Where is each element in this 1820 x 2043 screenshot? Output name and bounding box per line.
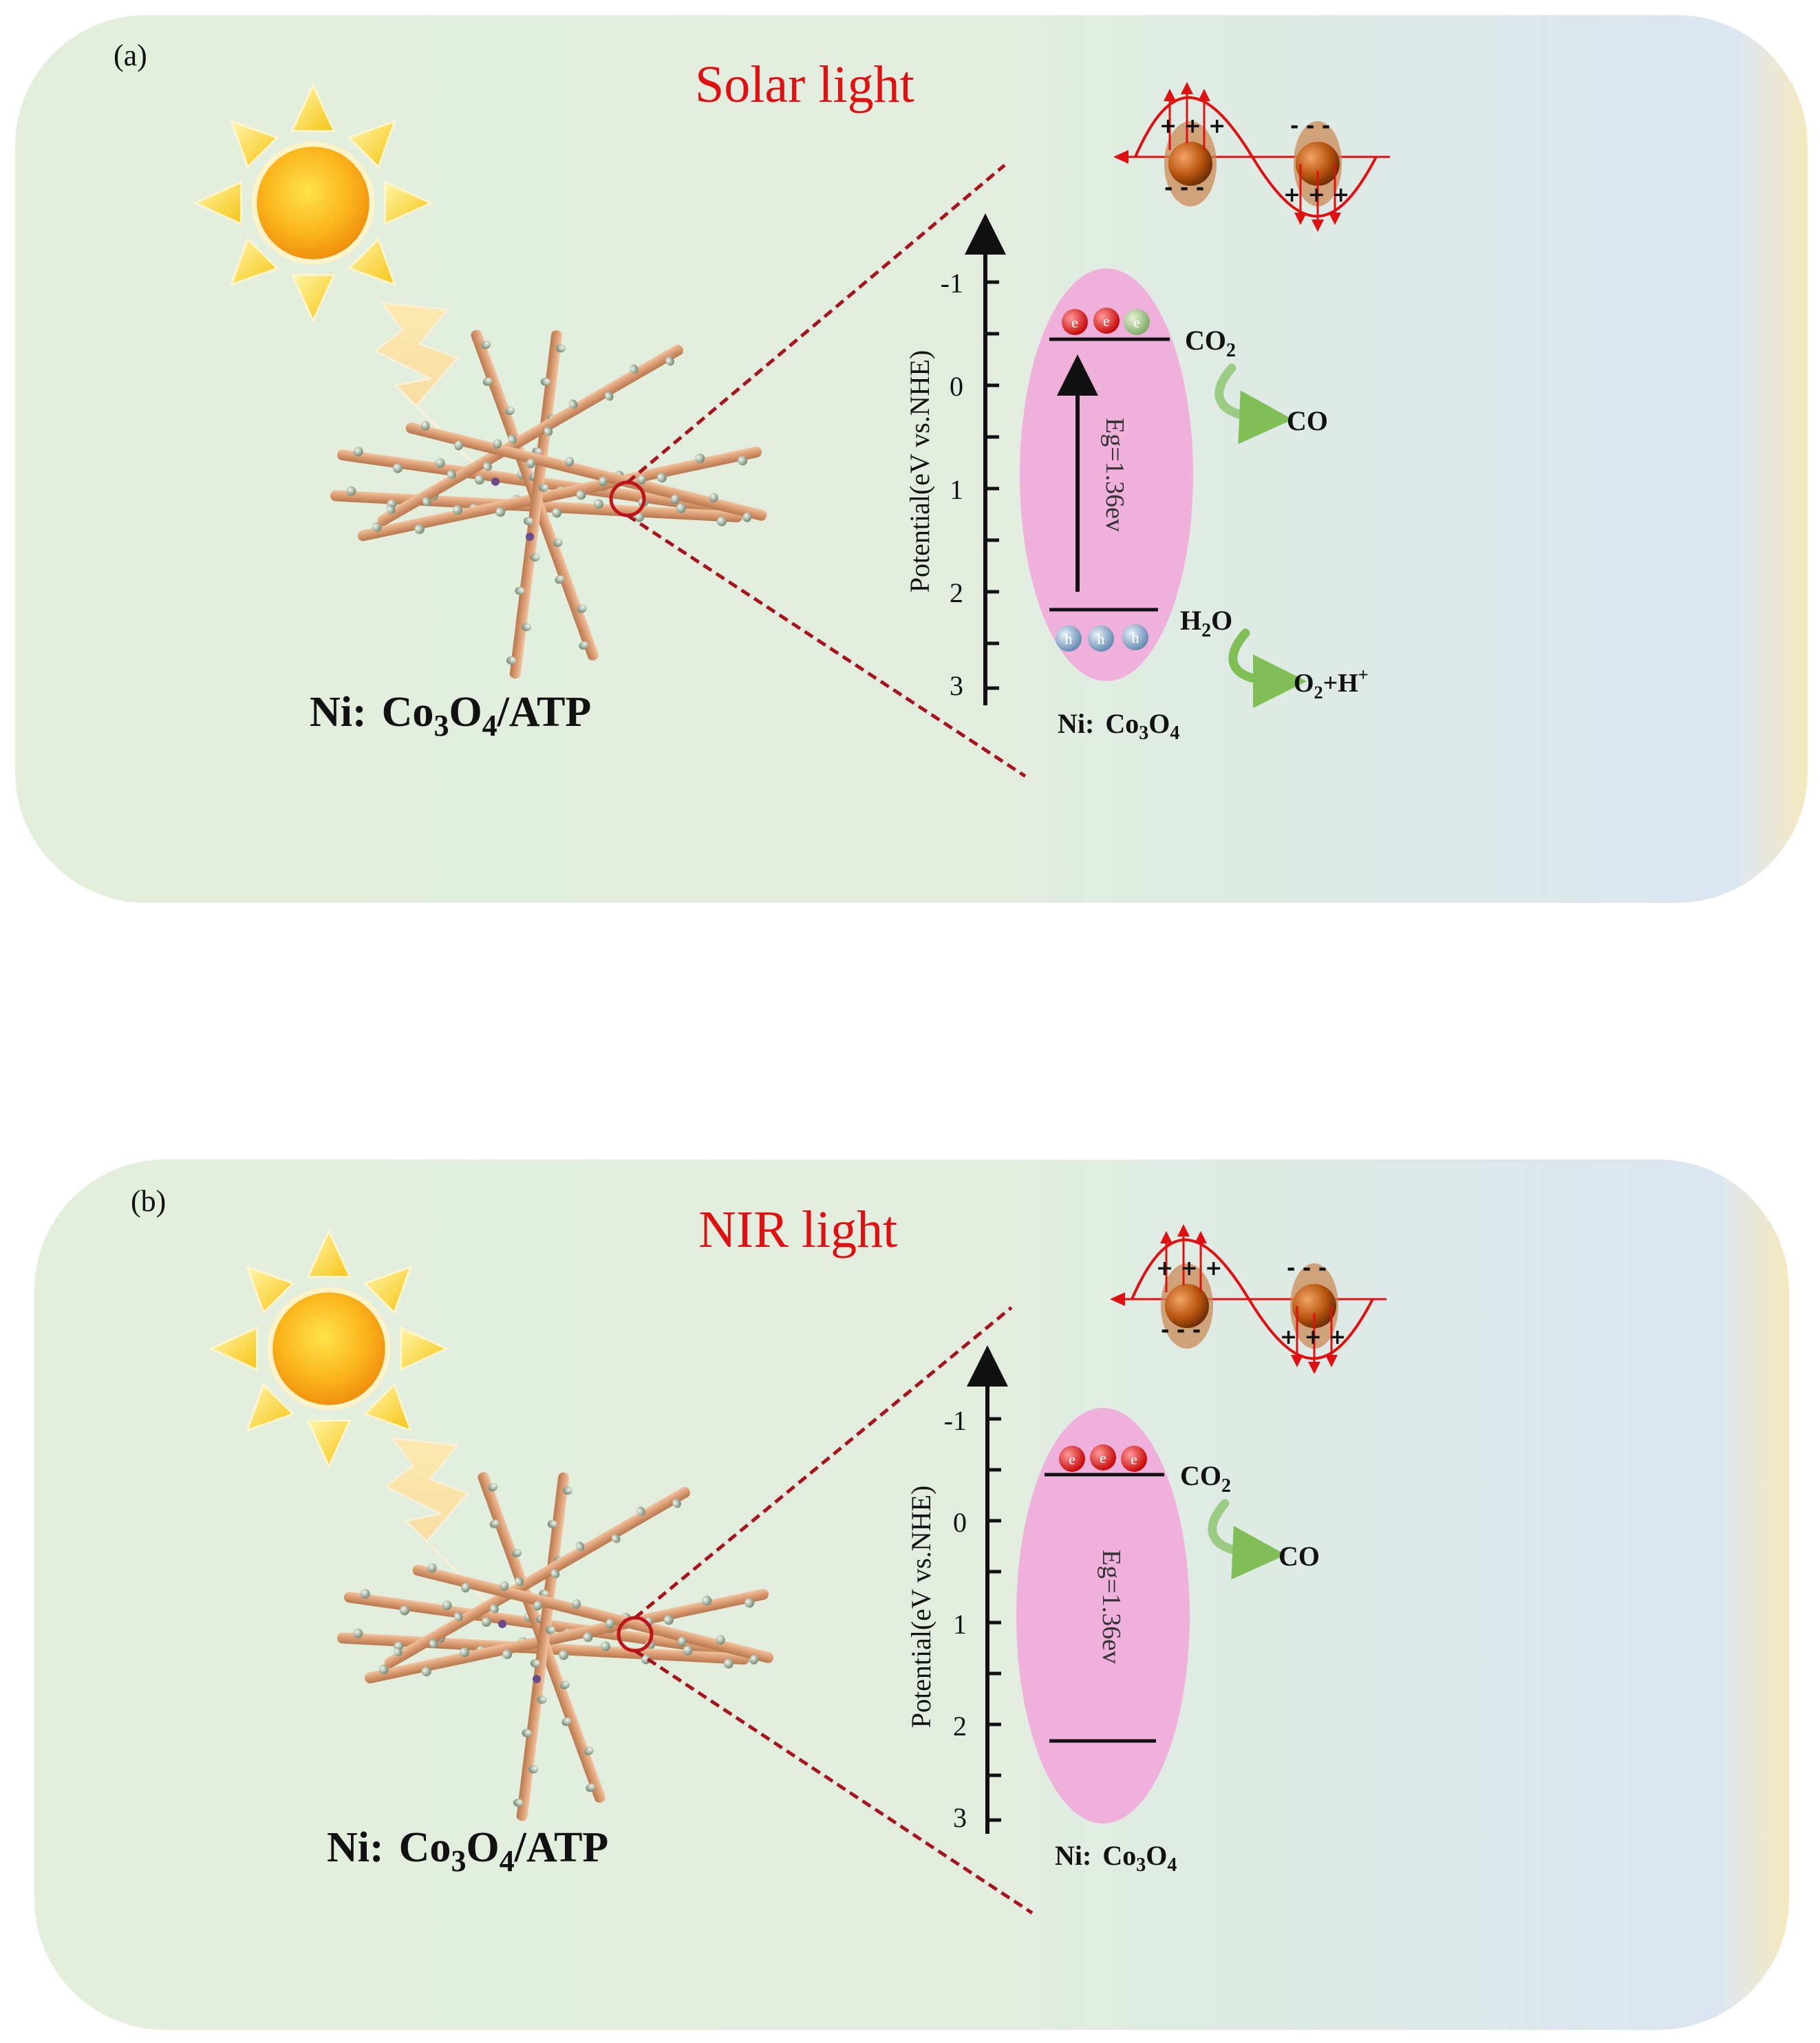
tick-label: 1 [950,474,963,505]
zoom-line-bottom [626,513,1027,778]
tick-label: 3 [950,670,963,701]
electron-symbol: e [1069,1451,1075,1468]
hole-symbol: h [1098,630,1105,648]
electrons: e e e [1062,308,1150,335]
tick-label: 0 [950,371,963,402]
reduction-arrow-icon [1208,1499,1286,1580]
sun-icon [195,85,431,321]
tick-label: 3 [953,1802,967,1833]
band-gap-label: Eg=1.36ev [1100,418,1129,532]
plasmon-resonance-icon: + + + - - - - - - + + + [1113,88,1390,226]
electron-symbol: e [1131,1451,1137,1468]
positive-charge-label: + + + [1156,1256,1222,1281]
electrons: e e e [1059,1444,1147,1472]
electron-icon [1062,309,1088,335]
composite-label: Ni:Co3O4/ATP [310,689,591,742]
electron-icon [1124,309,1150,335]
tick-label: -1 [944,1405,967,1436]
plasmon-resonance-icon: + + + - - - - - - + + + [1110,1230,1387,1368]
hole-icon [1056,625,1082,652]
negative-charge-label: - - - [1290,114,1330,138]
h2o-reactant-label: H2O [1180,605,1232,641]
zoom-line-top [626,164,1006,484]
electron-icon [1093,308,1120,334]
tick-label: 2 [950,577,963,608]
co-product-label: CO [1287,405,1328,436]
panel-b-letter: (b) [131,1184,166,1218]
panel-a: (a) Solar light Ni:Co3O4/ATP -1 0 [15,15,1808,903]
electron-icon [1090,1444,1116,1470]
band-gap-label: Eg=1.36ev [1097,1550,1126,1664]
band-caption: Ni:Co3O4 [1058,708,1179,744]
tick-label: -1 [941,268,963,299]
panel-a-title: Solar light [695,56,914,114]
semiconductor-band-ellipse [1016,1408,1190,1823]
potential-axis: -1 0 1 2 3 Potential(eV vs.NHE) [906,1345,1008,1834]
reduction-arrow-icon [1214,363,1293,445]
positive-charge-label: + + + [1159,114,1225,138]
band-caption: Ni:Co3O4 [1055,1840,1177,1876]
composite-label: Ni:Co3O4/ATP [327,1824,608,1878]
sun-icon [211,1231,447,1466]
hole-symbol: h [1065,630,1073,648]
tick-label: 1 [953,1609,967,1640]
axis-label: Potential(eV vs.NHE) [904,350,935,593]
oxidation-arrow-icon [1228,628,1307,708]
electron-symbol: e [1133,314,1140,331]
positive-charge-label: + + + [1283,183,1349,207]
panel-b-background [34,1159,1789,2030]
zoom-line-bottom [634,1649,1034,1915]
o2-product-label: O2+H+ [1294,665,1369,703]
co2-reactant-label: CO2 [1185,325,1236,361]
electron-icon [1121,1446,1147,1472]
negative-charge-label: - - - [1164,176,1204,200]
co-product-label: CO [1278,1541,1320,1572]
electron-symbol: e [1103,312,1110,330]
negative-charge-label: - - - [1161,1318,1201,1343]
hole-icon [1122,624,1148,650]
tick-label: 0 [953,1507,967,1538]
co2-reactant-label: CO2 [1180,1460,1231,1497]
panel-a-background [15,15,1808,903]
panel-b: (b) NIR light Ni:Co3O4/ATP -1 0 1 [34,1159,1789,2030]
electron-symbol: e [1071,314,1078,331]
hole-symbol: h [1132,629,1139,646]
hole-icon [1088,625,1114,652]
negative-charge-label: - - - [1287,1256,1327,1281]
zoom-line-top [634,1306,1013,1619]
potential-axis: -1 0 1 2 3 Potential(eV vs.NHE) [904,213,1006,705]
electron-symbol: e [1100,1449,1106,1466]
holes: h h h [1056,624,1148,652]
tick-label: 2 [953,1711,967,1742]
electron-icon [1059,1446,1085,1472]
panel-a-letter: (a) [114,39,147,72]
positive-charge-label: + + + [1280,1325,1346,1349]
panel-b-title: NIR light [698,1201,897,1259]
axis-label: Potential(eV vs.NHE) [906,1486,936,1729]
